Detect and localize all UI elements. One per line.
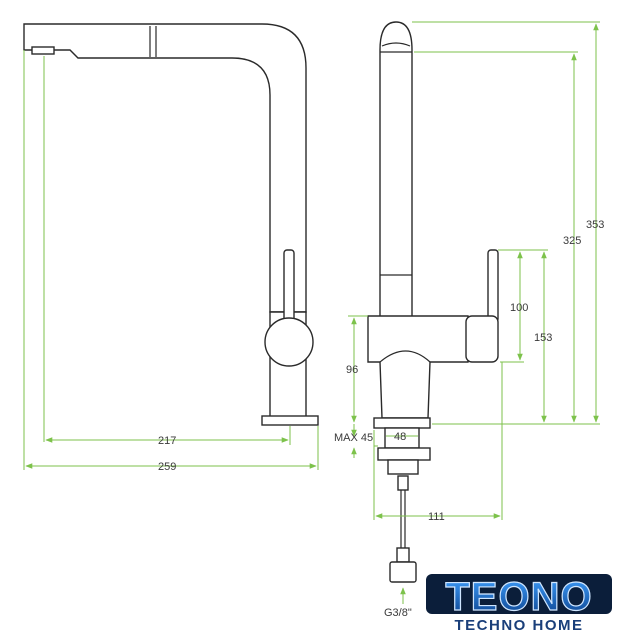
teono-logo: TEONO TECHNO HOME: [426, 574, 612, 634]
dim-spout-height: 325: [563, 235, 581, 247]
logo-tagline: TECHNO HOME: [455, 617, 584, 634]
faucet-front-view: [23, 23, 319, 426]
side-hose-ferrule-bottom: [396, 547, 410, 563]
side-hose-ferrule: [397, 475, 409, 491]
side-lever-cartridge: [465, 315, 499, 363]
dim-body-height: 153: [534, 332, 552, 344]
dim-max-deck-thickness: MAX 45: [334, 432, 373, 444]
front-base-plate: [261, 415, 319, 426]
front-dimension-lines: [23, 50, 319, 470]
side-body-outline: [367, 315, 469, 419]
side-mounting-nut: [377, 447, 431, 461]
side-hose: [400, 490, 406, 548]
dim-total-height: 353: [586, 219, 604, 231]
logo-brand: TEONO: [445, 575, 592, 619]
side-lever-handle: [487, 249, 499, 323]
side-hose-nut: [389, 561, 417, 583]
front-cartridge-knob: [264, 317, 314, 367]
side-body-curve: [379, 350, 431, 363]
dim-thread: G3/8": [384, 607, 412, 619]
side-column-top-cap: [381, 42, 411, 47]
dim-spout-reach: 217: [158, 435, 176, 447]
faucet-side-view: [367, 21, 499, 583]
side-dimension-lines: [348, 21, 600, 604]
front-aerator: [31, 46, 55, 55]
dim-body-to-deck: 96: [346, 364, 358, 376]
side-column-outline: [379, 21, 413, 319]
logo-backplate: [426, 574, 612, 614]
front-spout-outline: [23, 23, 307, 313]
side-base-plate: [373, 417, 431, 429]
dim-base-diameter: 48: [394, 431, 406, 443]
side-mounting-bolt: [387, 459, 419, 475]
dim-lever-height: 100: [510, 302, 528, 314]
dim-total-width: 259: [158, 461, 176, 473]
dim-hose-offset: 111: [428, 511, 445, 523]
